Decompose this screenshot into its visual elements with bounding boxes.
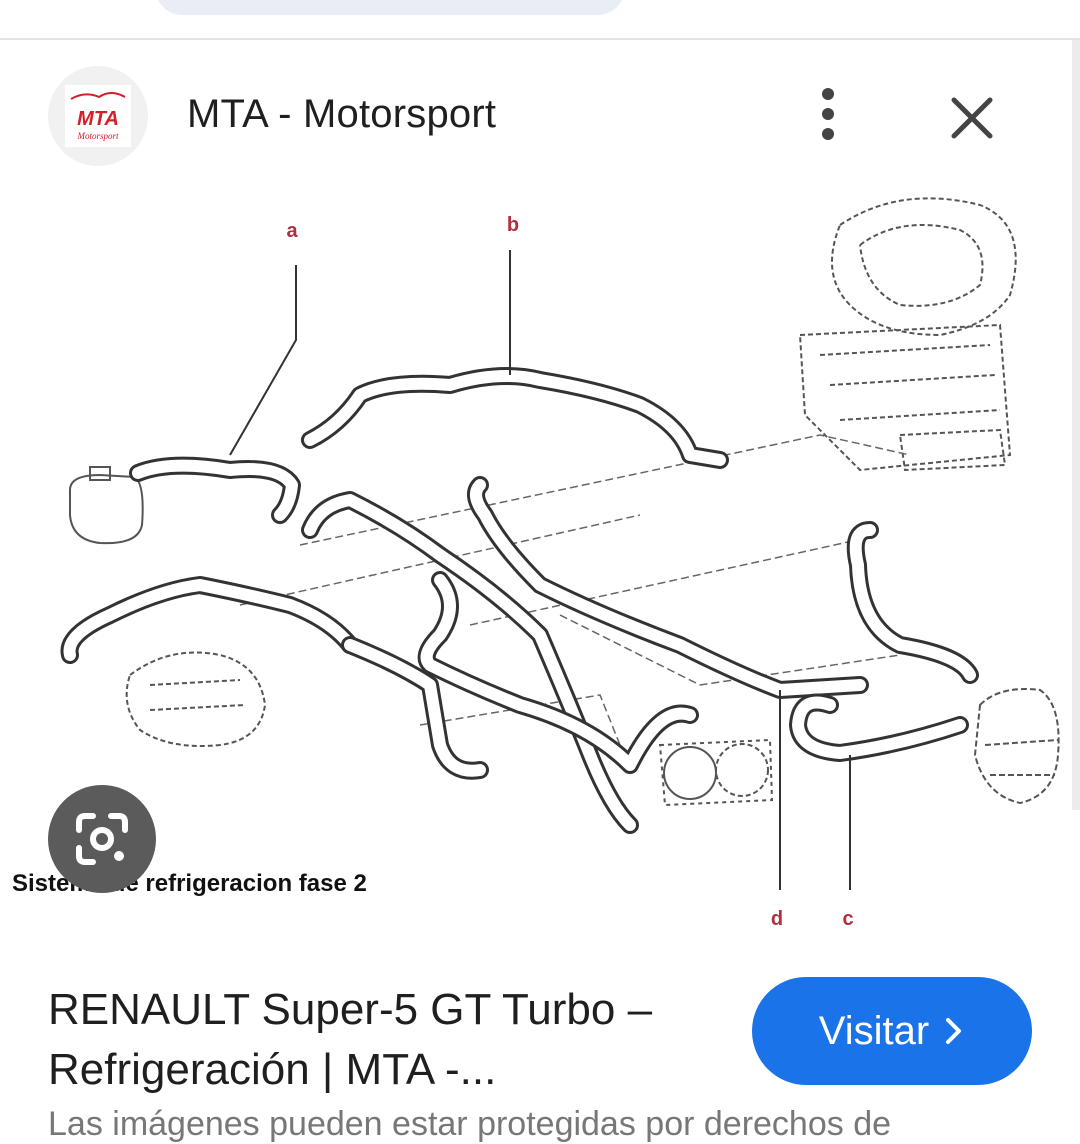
title-line-2: Refrigeración | MTA -... <box>48 1045 497 1094</box>
google-lens-icon <box>76 813 128 865</box>
hoses <box>60 367 979 834</box>
expansion-tank-left <box>69 466 144 545</box>
chevron-right-icon <box>946 1018 962 1044</box>
turbo <box>658 738 774 807</box>
close-button[interactable] <box>944 90 1000 146</box>
divider <box>0 38 1080 40</box>
close-icon <box>951 97 993 139</box>
site-favicon[interactable]: MTA Motorsport <box>48 66 148 166</box>
engine-block <box>798 197 1017 472</box>
reservoir-right <box>973 688 1060 805</box>
visit-button[interactable]: Visitar <box>752 977 1032 1085</box>
result-header: MTA Motorsport MTA - Motorsport <box>0 60 1080 175</box>
callout-d: d <box>771 908 783 930</box>
more-vertical-icon <box>822 88 834 100</box>
copyright-notice: Las imágenes pueden estar protegidas por… <box>48 1105 892 1143</box>
result-image[interactable]: a b c d Sistema de refrigeracion fase 2 <box>0 185 1080 955</box>
callout-a: a <box>286 220 298 242</box>
water-pump <box>125 651 267 747</box>
result-title[interactable]: RENAULT Super-5 GT Turbo – Refrigeración… <box>48 980 728 1100</box>
logo-subtext: Motorsport <box>76 131 119 141</box>
visit-label: Visitar <box>818 1008 930 1053</box>
logo-text: MTA <box>77 108 119 130</box>
search-bar-edge[interactable] <box>155 0 625 15</box>
callout-c: c <box>842 908 853 930</box>
title-line-1: RENAULT Super-5 GT Turbo – <box>48 985 653 1034</box>
lens-search-button[interactable] <box>48 785 156 893</box>
site-name[interactable]: MTA - Motorsport <box>187 92 497 136</box>
cooling-diagram: a b c d Sistema de refrigeracion fase 2 <box>12 197 1060 930</box>
more-options-button[interactable] <box>808 88 848 148</box>
scrollbar[interactable] <box>1072 40 1080 810</box>
callout-b: b <box>507 214 519 236</box>
